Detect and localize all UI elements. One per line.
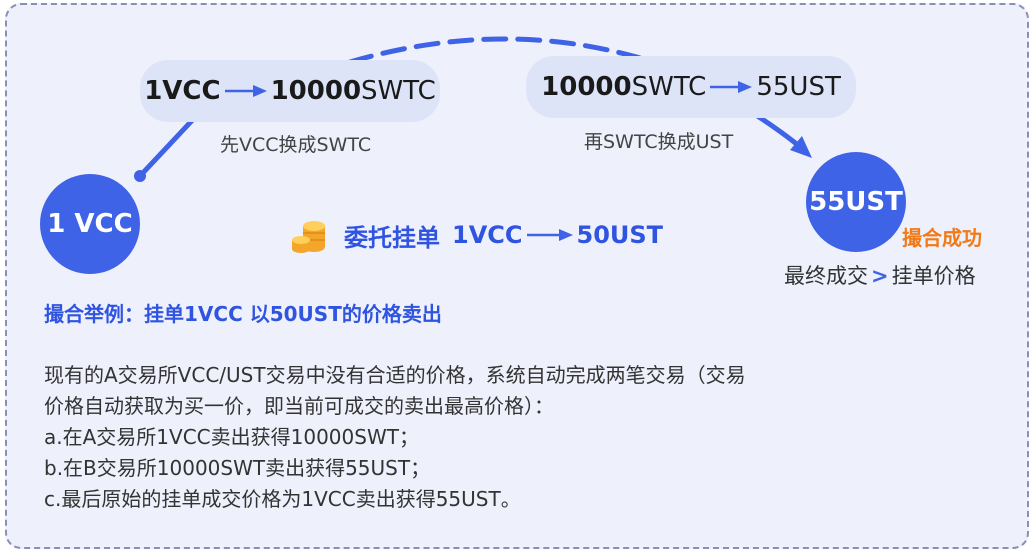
step1-from: 1VCC [144, 76, 221, 106]
step2-from-unit: SWTC [631, 72, 707, 102]
step1-to-unit: SWTC [361, 76, 436, 106]
success-label: 撮合成功 [902, 226, 982, 250]
description-line: 现有的A交易所VCC/UST交易中没有合适的价格，系统自动完成两笔交易（交易 [44, 363, 746, 387]
start-node: 1 VCC [40, 174, 140, 274]
step2-to: 55UST [756, 72, 841, 102]
start-connector-line [137, 109, 203, 179]
description-line: b.在B交易所10000SWT卖出获得55UST； [44, 456, 431, 480]
description-line: 价格自动获取为买一价，即当前可成交的卖出最高价格）： [44, 394, 554, 418]
dashed-arc [347, 36, 643, 65]
step2-from: 10000 [541, 72, 632, 102]
start-connector-dot [134, 170, 146, 182]
description-text: 现有的A交易所VCC/UST交易中没有合适的价格，系统自动完成两笔交易（交易 价… [44, 360, 746, 515]
coin-stack-icon [292, 221, 325, 253]
order-row: 委托挂单 1VCC 50UST [292, 216, 663, 254]
order-to: 50UST [576, 221, 664, 249]
step1-to: 10000 [270, 76, 362, 106]
final-right: 挂单价格 [891, 264, 976, 288]
arrow-right-icon [710, 81, 753, 93]
example-title: 撮合举例：挂单1VCC 以50UST的价格卖出 [44, 302, 442, 326]
description-line: c.最后原始的挂单成交价格为1VCC卖出获得55UST。 [44, 487, 521, 511]
final-left: 最终成交 [784, 264, 868, 288]
greater-than-symbol: > [871, 264, 889, 288]
end-arrowhead [790, 136, 812, 158]
description-line: a.在A交易所1VCC卖出获得10000SWT； [44, 425, 419, 449]
arrow-right-icon [224, 85, 267, 97]
order-label: 委托挂单 [344, 223, 440, 252]
step2-caption: 再SWTC换成UST [584, 131, 734, 153]
order-from: 1VCC [452, 221, 523, 249]
final-trade-line: 最终成交>挂单价格 [784, 260, 976, 290]
step1-caption: 先VCC换成SWTC [220, 134, 372, 156]
end-node: 55UST [806, 152, 906, 252]
arrow-right-icon [526, 229, 573, 241]
